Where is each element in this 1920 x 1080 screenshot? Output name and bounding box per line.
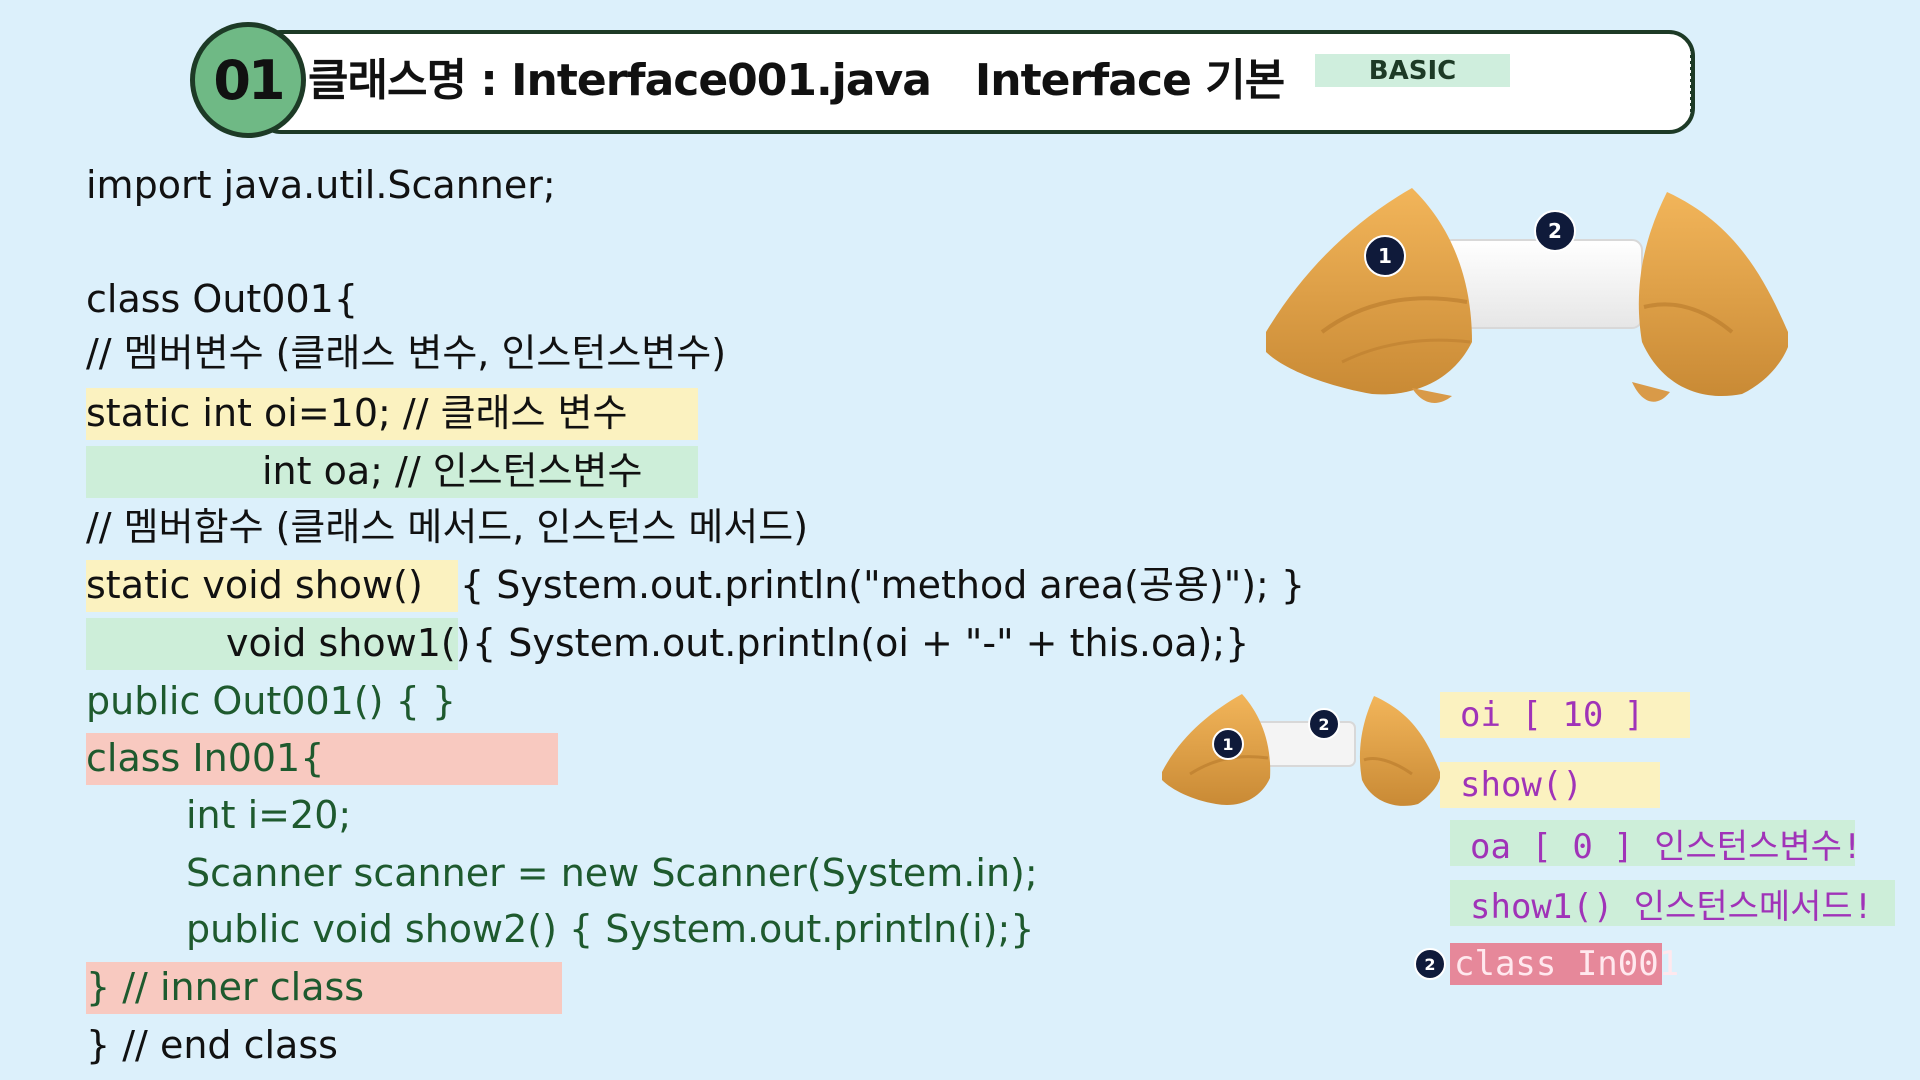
- static-method-highlight: [86, 560, 458, 612]
- small-cookie-mascot: [1162, 694, 1440, 806]
- code-line-instance-var: int oa; // 인스턴스변수: [262, 449, 643, 493]
- topic-subtitle: Interface 기본: [974, 55, 1285, 106]
- code-line-import: import java.util.Scanner;: [86, 163, 556, 207]
- memory-label-oa: oa [ 0 ] 인스턴스변수!: [1450, 820, 1862, 867]
- code-line-static-var: static int oi=10; // 클래스 변수: [86, 391, 628, 435]
- memory-label-oi: oi [ 10 ]: [1440, 692, 1690, 738]
- code-line-inner-field: int i=20;: [186, 793, 352, 837]
- code-line-inner-class-decl: class In001{: [86, 736, 325, 780]
- static-var-highlight: [86, 388, 698, 440]
- marker-two-large: 2: [1534, 210, 1576, 252]
- marker-one-large: 1: [1364, 235, 1406, 277]
- marker-two-small: 2: [1308, 708, 1340, 740]
- code-comment-member-vars: // 멤버변수 (클래스 변수, 인스턴스변수): [86, 331, 727, 375]
- marker-one-small: 1: [1212, 728, 1244, 760]
- level-badge: BASIC: [1315, 54, 1510, 87]
- memory-label-inner-class: class In001: [1450, 943, 1679, 985]
- memory-label-show1: show1() 인스턴스메서드!: [1450, 880, 1895, 927]
- inner-class-start-highlight: [86, 733, 558, 785]
- code-line-instance-method-body: { System.out.println(oi + "-" + this.oa)…: [472, 621, 1250, 665]
- code-comment-member-funcs: // 멤버함수 (클래스 메서드, 인스턴스 메서드): [86, 505, 809, 549]
- code-line-static-method-body: { System.out.println("method area(공용)");…: [460, 563, 1306, 607]
- marker-two-inner-class: 2: [1414, 948, 1446, 980]
- page-title: 클래스명 : Interface001.java Interface 기본: [308, 44, 1285, 108]
- memory-label-show: show(): [1440, 762, 1660, 808]
- instance-method-highlight: [86, 618, 458, 670]
- class-name-title: 클래스명 : Interface001.java: [308, 55, 932, 106]
- code-line-inner-class-end: } // inner class: [86, 965, 365, 1009]
- instance-var-highlight: [86, 446, 698, 498]
- code-line-class-decl: class Out001{: [86, 277, 359, 321]
- code-line-end-class: } // end class: [86, 1023, 338, 1067]
- code-line-instance-method-sig: void show1(): [226, 621, 471, 665]
- code-line-scanner: Scanner scanner = new Scanner(System.in)…: [186, 851, 1038, 895]
- large-cookie-mascot: [1266, 188, 1788, 403]
- inner-class-end-highlight: [86, 962, 562, 1014]
- code-line-constructor: public Out001() { }: [86, 679, 456, 723]
- lesson-number-badge: 01: [190, 22, 306, 138]
- banner-edge-decoration: [1680, 48, 1693, 118]
- code-line-static-method-sig: static void show(): [86, 563, 423, 607]
- code-line-show2: public void show2() { System.out.println…: [186, 907, 1035, 951]
